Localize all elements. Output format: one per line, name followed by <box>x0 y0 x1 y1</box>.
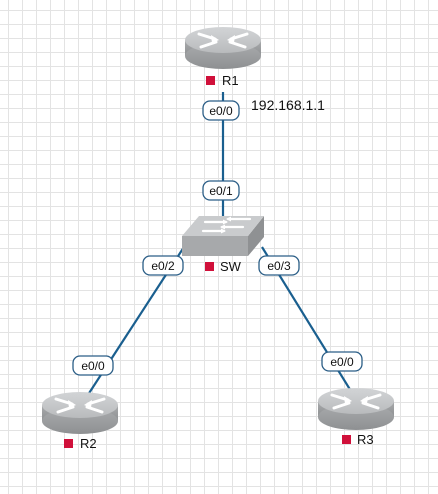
switch-icon <box>182 216 264 256</box>
status-indicator <box>205 262 214 271</box>
router-r3[interactable]: R3 <box>316 386 396 447</box>
port-labels: e0/0 e0/1 e0/2 e0/0 e0/3 e0/0 <box>72 100 363 376</box>
status-indicator <box>64 439 73 448</box>
router-icon <box>316 386 396 432</box>
router-r1[interactable]: R1 <box>183 25 263 88</box>
node-label-r2: R2 <box>80 436 97 451</box>
node-label-r3: R3 <box>357 432 374 447</box>
router-icon <box>183 25 263 71</box>
svg-text:e0/0: e0/0 <box>81 359 105 373</box>
port-label-r3-e0-0[interactable]: e0/0 <box>321 351 363 372</box>
switch-sw[interactable]: SW <box>182 216 264 274</box>
node-label-sw: SW <box>220 259 242 274</box>
router-r2[interactable]: R2 <box>40 390 120 451</box>
svg-text:e0/0: e0/0 <box>330 355 354 369</box>
svg-text:e0/0: e0/0 <box>209 104 233 118</box>
router-icon <box>40 390 120 436</box>
ip-annotation-r1: 192.168.1.1 <box>251 97 325 113</box>
port-label-r2-e0-0[interactable]: e0/0 <box>72 355 114 376</box>
svg-text:e0/1: e0/1 <box>209 184 233 198</box>
svg-text:e0/3: e0/3 <box>267 259 291 273</box>
status-indicator <box>342 435 351 444</box>
svg-text:e0/2: e0/2 <box>151 259 175 273</box>
port-label-sw-e0-3[interactable]: e0/3 <box>258 255 300 276</box>
port-label-sw-e0-1[interactable]: e0/1 <box>202 180 240 201</box>
status-indicator <box>206 76 215 85</box>
port-label-sw-e0-2[interactable]: e0/2 <box>142 255 184 276</box>
node-label-r1: R1 <box>222 73 239 88</box>
port-label-r1-e0-0[interactable]: e0/0 <box>202 100 240 121</box>
